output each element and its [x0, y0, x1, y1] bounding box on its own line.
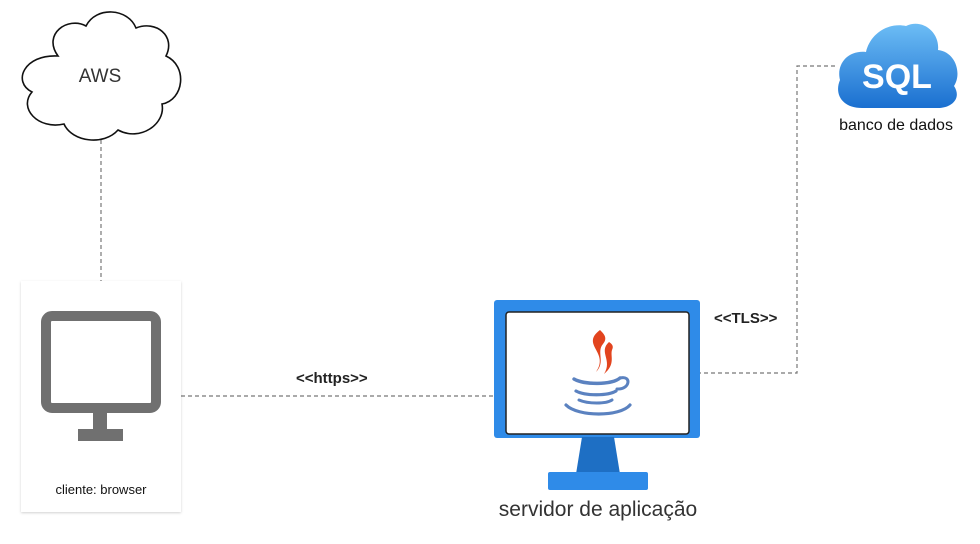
aws-label: AWS — [78, 66, 122, 87]
https-edge-label: <<https>> — [296, 370, 368, 387]
client-label: cliente: browser — [55, 482, 147, 497]
monitor-icon — [494, 300, 700, 490]
desktop-monitor-icon — [41, 311, 161, 441]
sql-logo-text: SQL — [862, 58, 932, 96]
tls-edge-label: <<TLS>> — [714, 310, 778, 327]
cloud-icon — [21, 11, 182, 141]
connector-server-database — [690, 65, 838, 374]
java-logo-icon — [564, 330, 632, 416]
sql-cloud-icon — [838, 23, 958, 108]
server-label: servidor de aplicação — [498, 498, 698, 521]
database-label: banco de dados — [839, 117, 953, 134]
